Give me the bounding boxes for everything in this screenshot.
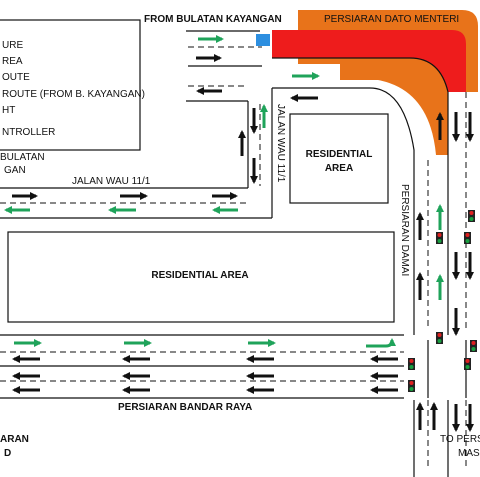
label-residential-right-line1: RESIDENTIAL bbox=[305, 149, 373, 160]
legend-item-controller: NTROLLER bbox=[2, 127, 56, 138]
road-edges bbox=[0, 30, 449, 477]
label-gan-partial: GAN bbox=[4, 165, 26, 176]
label-jalan-wau-11-1-vertical: JALAN WAU 11/1 bbox=[275, 104, 286, 183]
legend-item-closure: URE bbox=[2, 40, 24, 51]
label-bottom-left-line1: ARAN bbox=[0, 434, 29, 445]
label-to-pers-line1: TO PERS bbox=[440, 434, 480, 445]
traffic-light-2 bbox=[436, 232, 443, 244]
label-persiaran-dato-menteri: PERSIARAN DATO MENTERI bbox=[324, 14, 460, 25]
legend-item-route: OUTE bbox=[2, 72, 30, 83]
lane-markings bbox=[0, 46, 467, 470]
label-residential-main: RESIDENTIAL AREA bbox=[151, 270, 249, 281]
label-persiaran-bandar-raya: PERSIARAN BANDAR RAYA bbox=[118, 402, 253, 413]
label-persiaran-damai: PERSIARAN DAMAI bbox=[399, 184, 410, 277]
label-bottom-left-line2: D bbox=[4, 448, 12, 459]
traffic-light-1 bbox=[468, 210, 475, 222]
traffic-light-3 bbox=[464, 232, 471, 244]
label-residential-right-line2: AREA bbox=[324, 163, 354, 174]
traffic-light-4 bbox=[436, 332, 443, 344]
label-bulatan-partial: BULATAN bbox=[0, 152, 45, 163]
traffic-light-7 bbox=[408, 380, 415, 392]
traffic-light-6 bbox=[464, 358, 471, 370]
legend-item-traffic-light: HT bbox=[2, 105, 16, 116]
legend-item-diversion-route: ROUTE (FROM B. KAYANGAN) bbox=[2, 89, 145, 100]
residential-block-main bbox=[7, 231, 395, 323]
label-to-pers-line2: MAS bbox=[458, 448, 480, 459]
traffic-signals bbox=[408, 210, 477, 392]
label-jalan-wau-11-1: JALAN WAU 11/1 bbox=[72, 176, 151, 187]
residential-block-right bbox=[289, 113, 389, 204]
closure-area-red bbox=[272, 30, 466, 92]
traffic-light-8 bbox=[470, 340, 477, 352]
traffic-controller-marker bbox=[256, 34, 270, 46]
traffic-light-5 bbox=[408, 358, 415, 370]
green-diversion-arrows bbox=[4, 35, 444, 348]
legend-box bbox=[0, 19, 141, 151]
black-flow-arrows bbox=[12, 54, 474, 432]
label-from-bulatan-kayangan: FROM BULATAN KAYANGAN bbox=[144, 14, 282, 25]
legend-item-area: REA bbox=[2, 56, 23, 67]
